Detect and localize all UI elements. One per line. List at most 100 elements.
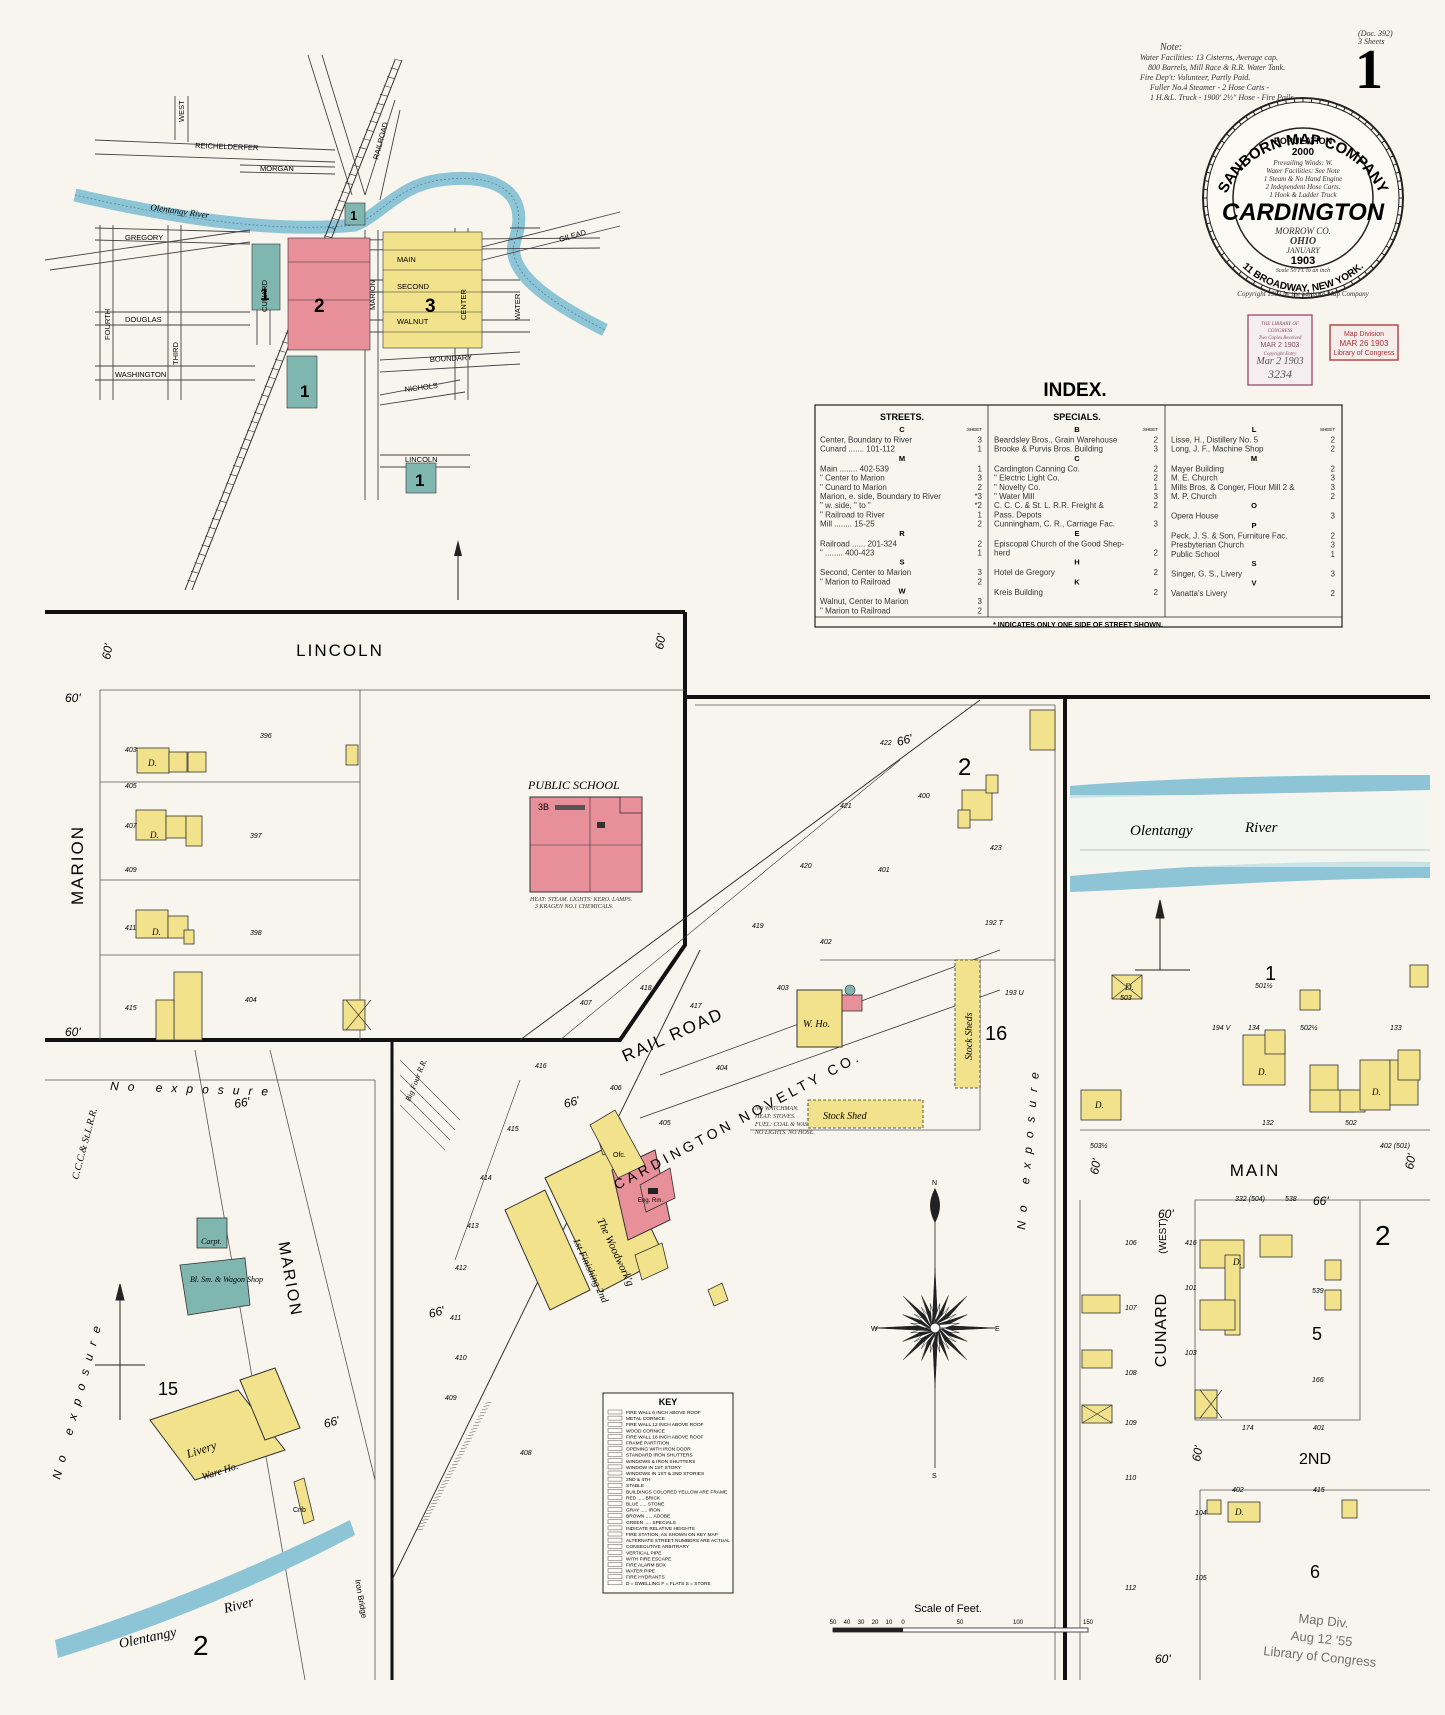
house-number: 132 (1262, 1120, 1274, 1127)
index-sheet: 1 (978, 510, 983, 519)
key-map-street-label: WALNUT (397, 317, 429, 326)
legend-line: FIRE HYDRANTS (626, 1575, 665, 1581)
legend-line: WITH FIRE ESCAPE (626, 1556, 671, 1562)
legend-line: STABLE (626, 1483, 644, 1489)
key-map-street-label: LINCOLN (405, 455, 438, 464)
house-number: 538 (1285, 1196, 1297, 1203)
index-entry: Mills Bros. & Conger, Flour Mill 2 & (1171, 483, 1295, 492)
stamp-text: MAR 26 1903 (1340, 339, 1389, 348)
house-number: 409 (445, 1395, 457, 1402)
compass-e: E (995, 1326, 1000, 1333)
index-sheet: 3 (1154, 520, 1159, 529)
scale-label: Scale of Feet. (914, 1603, 982, 1615)
index-letter: S (1251, 559, 1256, 568)
stamp-text: Two Copies Received (1259, 336, 1302, 341)
blacksmith-label: Bl. Sm. & Wagon Shop (190, 1275, 263, 1284)
house-number: 405 (659, 1120, 671, 1127)
block-number: 2 (1375, 1220, 1391, 1251)
index-entry: " w. side, " to " (820, 501, 871, 510)
legend-line: RED ..... BRICK (626, 1495, 661, 1501)
house-number: 397 (250, 833, 263, 840)
legend-line: WINDOWS & IRON SHUTTERS (626, 1459, 695, 1465)
building (166, 816, 186, 838)
building (1228, 1502, 1260, 1522)
legend-line: CONSECUTIVE ARBITRARY (626, 1544, 690, 1550)
scale-tick: 150 (1083, 1620, 1094, 1626)
river-label: Olentangy (1130, 823, 1193, 839)
index-letter: K (1074, 577, 1080, 586)
index-entry: " Water Mill (994, 492, 1035, 501)
legend-line: BROWN ..... ADOBE (626, 1514, 670, 1520)
water-note-heading: Note: (1159, 42, 1182, 53)
legend-line: GRAY ..... IRON (626, 1508, 661, 1514)
seal-line: 2 Independent Hose Carts. (1265, 183, 1340, 191)
water-note-line: Fuller No.4 Steamer - 2 Hose Carts - (1149, 83, 1269, 92)
seal-line: 1 Steam & No Hand Engine (1264, 175, 1342, 183)
index-sheet: 2 (1331, 531, 1336, 540)
index-entry: " Cunard to Marion (820, 483, 887, 492)
index-sheet: 2 (1331, 436, 1336, 445)
house-number: 410 (455, 1355, 467, 1362)
house-number: 416 (535, 1063, 547, 1070)
seal-tick (1286, 100, 1287, 104)
index-sheet: 3 (1154, 445, 1159, 454)
building (1325, 1290, 1341, 1310)
index-letter: H (1074, 558, 1079, 567)
dwelling-label: D. (1094, 1100, 1104, 1110)
index-sheet: *2 (974, 501, 982, 510)
legend-line: WINDOW IN 1ST STORY (626, 1465, 682, 1471)
legend-line: STANDARD IRON SHUTTERS (626, 1453, 693, 1459)
index-sheet: 3 (978, 568, 983, 577)
dwelling-label: D. (1371, 1087, 1381, 1097)
index-entry: Cunningham, C. R., Carriage Fac. (994, 520, 1115, 529)
block-number: 2 (958, 754, 971, 781)
index-letter: W (898, 587, 906, 596)
street-lincoln: LINCOLN (296, 641, 384, 660)
index-entry: Presbyterian Church (1171, 541, 1244, 550)
building (1200, 1300, 1235, 1330)
street-width: 60' (1155, 1652, 1171, 1666)
house-number: 502½ (1300, 1024, 1318, 1032)
dwelling-label: D. (1124, 982, 1134, 992)
index-entry: Hotel de Gregory (994, 568, 1055, 577)
novelty-note: NO LIGHTS. NO HOSE. (754, 1130, 815, 1136)
index-sheet: 3 (1154, 492, 1159, 501)
dwelling-label: D. (151, 927, 161, 937)
index-letter: B (1074, 425, 1080, 434)
scale-tick: 100 (1013, 1620, 1024, 1626)
index-heading: SPECIALS. (1053, 412, 1101, 422)
building (1265, 1030, 1285, 1054)
stamp-text: MAR 2 1903 (1261, 342, 1300, 349)
seal-city: CARDINGTON (1222, 199, 1385, 226)
index-entry: Cardington Canning Co. (994, 464, 1080, 473)
house-number: 193 U (1005, 990, 1025, 997)
house-number: 398 (250, 930, 262, 937)
index-letter: S (899, 558, 904, 567)
school-note: HEAT: STEAM. LIGHTS: KERO. LAMPS. (529, 897, 632, 903)
index-entry: Peck, J. S. & Son, Furniture Fac. (1171, 531, 1288, 540)
house-number: 174 (1242, 1425, 1254, 1432)
seal-tick (1320, 100, 1321, 104)
house-number: 422 (880, 740, 892, 747)
house-number: 417 (690, 1003, 703, 1010)
index-sheet: 3 (1331, 570, 1336, 579)
house-number: 103 (1185, 1350, 1197, 1357)
index-sheet: 2 (1331, 464, 1336, 473)
index-entry: Cunard ....... 101-112 (820, 445, 896, 454)
engine-room-label: Eng. Rm. (638, 1198, 663, 1204)
index-sheet: 2 (1154, 588, 1159, 597)
index-sheet: 1 (978, 464, 983, 473)
legend-line: 2ND & 4TH (626, 1477, 651, 1483)
index-sheet: 2 (978, 520, 983, 529)
seal-tick (1205, 181, 1209, 182)
index-entry: Center, Boundary to River (820, 436, 912, 445)
building (169, 752, 187, 772)
house-number: 404 (245, 997, 257, 1004)
house-number: 421 (840, 803, 852, 810)
index-entry: " Marion to Railroad (820, 606, 890, 615)
index-entry: " Railroad to River (820, 510, 885, 519)
index-sheet: 3 (978, 436, 983, 445)
key-map-sheet-number: 1 (350, 208, 357, 223)
